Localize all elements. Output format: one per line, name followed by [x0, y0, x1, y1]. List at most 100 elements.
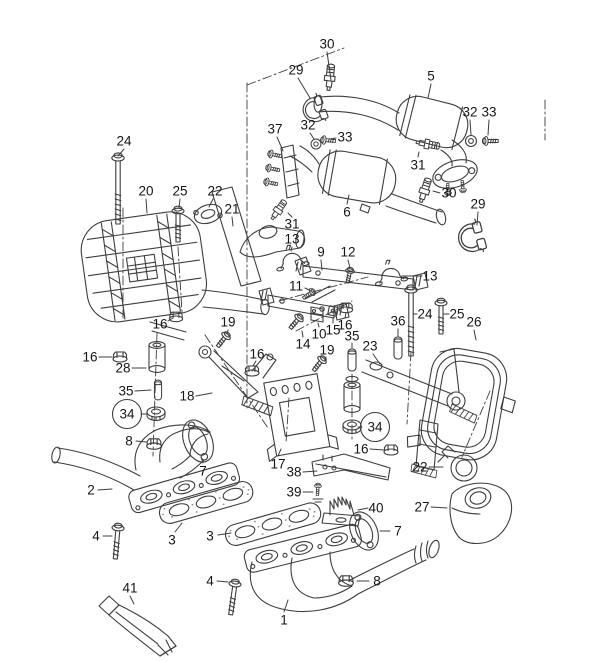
part-label-24-18[interactable]: 24: [116, 134, 132, 149]
part-label-4-33[interactable]: 4: [92, 529, 100, 544]
part-label-7-42[interactable]: 7: [394, 524, 402, 539]
part-label-5-2[interactable]: 5: [427, 69, 435, 84]
leader-line: [430, 506, 448, 509]
part-label-31-8[interactable]: 31: [410, 158, 425, 173]
part-label-2-32[interactable]: 2: [87, 483, 95, 498]
part-label-22-59[interactable]: 22: [412, 460, 427, 475]
gasket-3-left: [158, 480, 254, 524]
part-label-25-48[interactable]: 25: [449, 307, 464, 322]
part-label-25-20[interactable]: 25: [172, 184, 187, 199]
mount-40: [329, 496, 355, 516]
part-label-34-57[interactable]: 34: [367, 420, 383, 435]
leader-line: [208, 198, 214, 208]
part-label-19-30[interactable]: 19: [220, 315, 235, 330]
manifold-1-runners: [249, 551, 353, 609]
part-label-9-14[interactable]: 9: [317, 245, 325, 260]
support-22: [193, 203, 223, 225]
part-label-40-40[interactable]: 40: [368, 501, 383, 516]
leader-line: [432, 190, 441, 194]
leader-line: [347, 259, 351, 269]
part-label-18-29[interactable]: 18: [179, 389, 194, 404]
part-label-8-28[interactable]: 8: [125, 434, 133, 449]
manifold-1-pipe: [349, 548, 427, 595]
part-label-13-16[interactable]: 13: [422, 269, 437, 284]
part-label-31-12[interactable]: 31: [284, 217, 299, 232]
leader-line: [473, 329, 477, 341]
bolt-icon: [108, 522, 125, 560]
part-label-4-44[interactable]: 4: [206, 574, 214, 589]
leader-line: [200, 456, 204, 464]
part-label-12-15[interactable]: 12: [340, 245, 355, 260]
muffler-left: [80, 211, 208, 323]
leader-line: [178, 198, 181, 209]
part-label-15-51[interactable]: 15: [325, 323, 340, 338]
flange-nut-icon: [338, 575, 354, 587]
part-label-32-6[interactable]: 32: [300, 118, 315, 133]
spacer-tube-icon: [347, 348, 357, 372]
part-label-38-38[interactable]: 38: [286, 465, 301, 480]
part-label-39-39[interactable]: 39: [286, 485, 301, 500]
part-label-16-31[interactable]: 16: [249, 347, 264, 362]
part-label-6-11[interactable]: 6: [343, 205, 351, 220]
part-label-28-25[interactable]: 28: [115, 361, 130, 376]
part-label-14-53[interactable]: 14: [295, 337, 311, 352]
leader-line: [427, 83, 432, 99]
part-label-19-54[interactable]: 19: [319, 343, 334, 358]
part-label-16-23[interactable]: 16: [152, 317, 167, 332]
locknut-icon: [146, 406, 166, 422]
part-label-35-55[interactable]: 35: [344, 329, 359, 344]
part-label-3-35[interactable]: 3: [206, 529, 214, 544]
leader-line: [369, 448, 385, 451]
part-label-10-52[interactable]: 10: [311, 327, 326, 342]
highlight-circle: [359, 411, 391, 443]
part-label-41-36[interactable]: 41: [122, 581, 137, 596]
part-label-30-0[interactable]: 30: [319, 37, 334, 52]
part-label-23-56[interactable]: 23: [362, 339, 377, 354]
axis-line: [204, 334, 269, 429]
part-label-30-9[interactable]: 30: [441, 186, 456, 201]
part-label-27-60[interactable]: 27: [414, 500, 429, 515]
part-label-24-47[interactable]: 24: [417, 307, 433, 322]
part-label-11-17[interactable]: 11: [289, 279, 303, 294]
part-label-20-19[interactable]: 20: [138, 184, 153, 199]
catalyst-5: [395, 94, 469, 151]
clamp-piece-10: [310, 306, 324, 323]
flange-7-left: [182, 419, 214, 463]
oxygen-sensor-icon: [415, 176, 434, 205]
part-label-37-5[interactable]: 37: [267, 122, 282, 137]
part-label-33-7[interactable]: 33: [337, 130, 352, 145]
part-label-13-13[interactable]: 13: [284, 232, 299, 247]
part-label-7-41[interactable]: 7: [199, 464, 207, 479]
part-label-36-46[interactable]: 36: [390, 314, 405, 329]
saddle-clamp-icon: [371, 256, 409, 287]
part-label-16-24[interactable]: 16: [82, 350, 97, 365]
part-label-34-27[interactable]: 34: [119, 407, 135, 422]
leader-line: [329, 137, 337, 140]
manifold-2-flange: [128, 462, 241, 514]
pipe-clamp-icon: [453, 217, 489, 258]
leader-line: [135, 440, 147, 443]
part-label-3-34[interactable]: 3: [168, 533, 176, 548]
part-label-33-4[interactable]: 33: [481, 105, 496, 120]
long-bolt-icon: [111, 152, 125, 225]
part-label-29-1[interactable]: 29: [288, 63, 303, 78]
leader-line: [326, 51, 332, 81]
leader-line: [476, 211, 479, 226]
part-label-1-45[interactable]: 1: [280, 613, 288, 628]
shield-27: [449, 482, 513, 545]
part-label-8-43[interactable]: 8: [373, 574, 381, 589]
part-label-32-3[interactable]: 32: [462, 105, 477, 120]
part-label-22-21[interactable]: 22: [207, 184, 222, 199]
stud-plate-37: [280, 144, 300, 199]
bolt-icon: [224, 577, 243, 617]
part-label-21-22[interactable]: 21: [224, 202, 239, 217]
part-label-26-49[interactable]: 26: [466, 315, 481, 330]
tailpipe-21: [239, 226, 306, 258]
part-label-35-26[interactable]: 35: [118, 384, 133, 399]
part-label-16-50[interactable]: 16: [337, 318, 352, 333]
part-label-29-10[interactable]: 29: [470, 197, 485, 212]
part-label-17-37[interactable]: 17: [270, 457, 285, 472]
oxygen-sensor-icon: [322, 63, 337, 92]
part-label-16-58[interactable]: 16: [353, 442, 368, 457]
